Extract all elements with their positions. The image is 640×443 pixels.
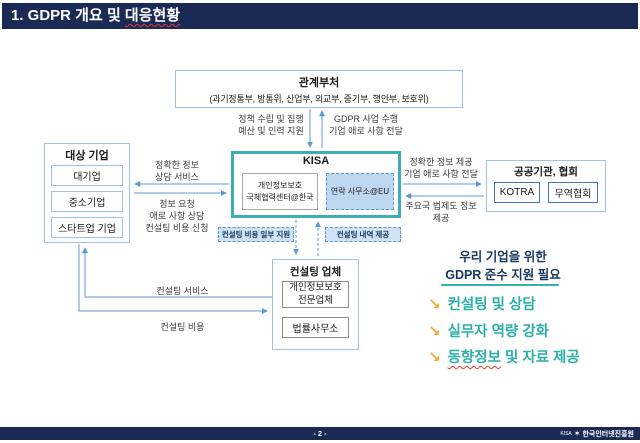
spellcheck-underline-text: 동향정보 <box>447 350 501 366</box>
heading-underline <box>441 284 559 286</box>
ministries-members: (과기정통부, 방통위, 산업부, 외교부, 중기부, 행안부, 보호위) <box>209 93 429 104</box>
badge-consulting-detail-report: 컨설팅 내역 제공 <box>325 227 401 242</box>
down-right-arrow-icon: ↘ <box>428 323 441 340</box>
page-title: 1. GDPR 개요 및 대응현황 <box>11 7 181 24</box>
company-item-startup: 스타트업 기업 <box>51 217 123 238</box>
kisa-center-kr-box: 개인정보보호 국제협력센터@한국 <box>242 173 318 210</box>
down-right-arrow-icon: ↘ <box>428 296 441 313</box>
kisa-eu-office-box: 연락 사무소@EU <box>326 173 394 210</box>
company-item-large: 대기업 <box>51 165 123 186</box>
flow-label-accurate-info-provide: 정확한 정보 제공 기업 애로 사항 전달 <box>404 157 478 180</box>
bullet-training-label: 실무자 역량 강화 <box>447 324 550 340</box>
ministries-title: 관계부처 <box>298 76 340 89</box>
consulting-item-privacy-firm: 개인정보보호 전문업체 <box>282 281 349 308</box>
slide-title-bar: 1. GDPR 개요 및 대응현황 <box>2 3 638 29</box>
consulting-firms-title: 컨설팅 업체 <box>289 266 342 278</box>
kisa-org-name: 한국인터넷진흥원 <box>582 430 634 438</box>
bullet-consulting-label: 컨설팅 및 상담 <box>447 297 536 313</box>
page-number: - 2 - <box>313 429 327 438</box>
public-orgs-title: 공공기관, 협회 <box>514 166 578 178</box>
consulting-item-law-office: 법률사무소 <box>282 317 349 338</box>
public-org-trade-assoc: 무역협회 <box>548 182 598 203</box>
bullet-training: ↘ 실무자 역량 강화 <box>428 320 549 341</box>
down-right-arrow-icon: ↘ <box>428 349 441 366</box>
public-org-kotra: KOTRA <box>494 182 540 203</box>
flow-label-accurate-info-consult: 정확한 정보 상담 서비스 <box>155 160 199 183</box>
flow-label-consulting-cost: 컨설팅 비용 <box>160 322 205 332</box>
kisa-star-icon: ✶ <box>573 428 581 438</box>
kisa-logo: KISA ✶ 한국인터넷진흥원 <box>560 427 634 440</box>
flow-label-law-info: 주요국 법제도 정보 제공 <box>405 201 477 224</box>
bullet-trend-info: ↘ 동향정보 및 자료 제공 <box>428 346 580 367</box>
kisa-title: KISA <box>302 155 330 167</box>
spellcheck-underline-text: 대응현황 <box>124 7 181 24</box>
flow-label-gdpr-business: GDPR 사업 수행 기업 애로 사항 전달 <box>329 114 403 137</box>
kisa-logo-text: KISA <box>560 430 572 437</box>
flow-label-info-request: 정보 요청 애로 사항 상담 컨설팅 비용 신청 <box>145 199 209 234</box>
target-companies-title: 대상 기업 <box>65 150 109 162</box>
flow-label-policy: 정책 수립 및 집행 예산 및 인력 지원 <box>238 114 304 137</box>
support-needed-heading: 우리 기업을 위한 GDPR 준수 지원 필요 <box>445 250 561 282</box>
company-item-sme: 중소기업 <box>51 191 123 212</box>
bullet-consulting: ↘ 컨설팅 및 상담 <box>428 293 536 314</box>
bullet-trend-info-label: 동향정보 및 자료 제공 <box>447 350 580 366</box>
footer-bar: - 2 - KISA ✶ 한국인터넷진흥원 <box>0 427 640 440</box>
ministries-box: 관계부처 (과기정통부, 방통위, 산업부, 외교부, 중기부, 행안부, 보호… <box>175 70 463 108</box>
badge-consulting-cost-support: 컨설팅 비용 일부 지원 <box>218 227 294 242</box>
flow-label-consulting-service: 컨설팅 서비스 <box>156 286 209 296</box>
